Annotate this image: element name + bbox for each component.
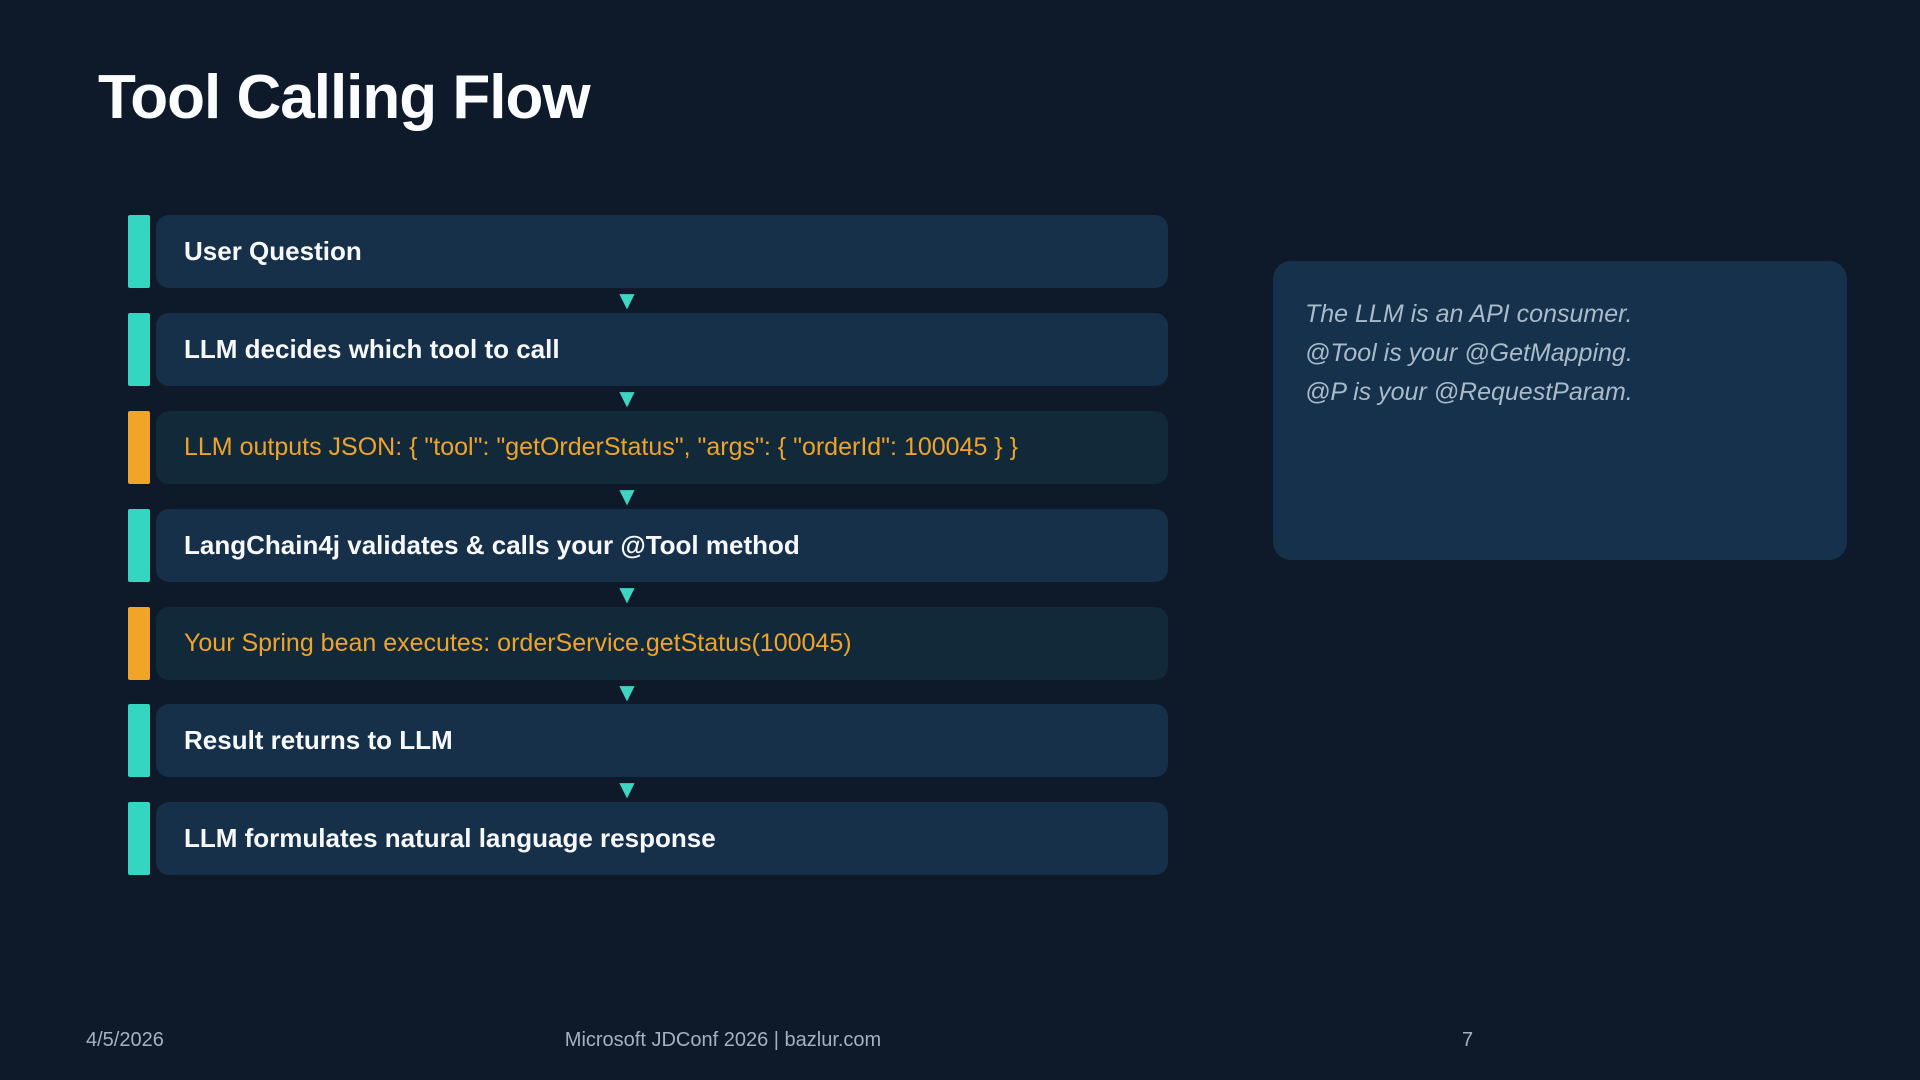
footer-conference-label: Microsoft JDConf 2026 | bazlur.com [564, 1029, 882, 1051]
step-accent-bar [128, 802, 150, 875]
step-accent-bar [128, 313, 150, 386]
arrow-down-icon: ▼ [614, 481, 640, 511]
flow-step-label: LLM formulates natural language response [184, 823, 716, 853]
flow-step-box: LLM outputs JSON: { "tool": "getOrderSta… [156, 411, 1168, 484]
flow-step-box: LLM formulates natural language response [156, 802, 1168, 875]
flow-step-label: Result returns to LLM [184, 725, 453, 755]
flow-step-langchain4j-validates: LangChain4j validates & calls your @Tool… [128, 509, 1168, 582]
callout-box: The LLM is an API consumer. @Tool is you… [1273, 261, 1847, 560]
footer-date: 4/5/2026 [86, 1029, 164, 1051]
flow-step-box: Your Spring bean executes: orderService.… [156, 607, 1168, 680]
arrow-down-icon: ▼ [614, 677, 640, 707]
step-accent-bar [128, 509, 150, 582]
step-accent-bar [128, 411, 150, 484]
step-accent-bar [128, 215, 150, 288]
flow-step-spring-bean-executes: Your Spring bean executes: orderService.… [128, 607, 1168, 680]
flow-step-box: LangChain4j validates & calls your @Tool… [156, 509, 1168, 582]
step-accent-bar [128, 607, 150, 680]
flow-step-llm-outputs-json: LLM outputs JSON: { "tool": "getOrderSta… [128, 411, 1168, 484]
flow-step-label: LLM outputs JSON: { "tool": "getOrderSta… [184, 433, 1018, 461]
flow-step-label: LLM decides which tool to call [184, 334, 560, 364]
callout-line-2: @Tool is your @GetMapping. [1305, 339, 1633, 367]
flow-step-box: LLM decides which tool to call [156, 313, 1168, 386]
flow-step-label: LangChain4j validates & calls your @Tool… [184, 530, 800, 560]
footer-page-number: 7 [1462, 1029, 1474, 1051]
callout-line-1: The LLM is an API consumer. [1305, 300, 1633, 328]
flow-step-label: Your Spring bean executes: orderService.… [184, 629, 852, 657]
arrow-down-icon: ▼ [614, 579, 640, 609]
flow-step-label: User Question [184, 236, 362, 266]
arrow-down-icon: ▼ [614, 285, 640, 315]
arrow-down-icon: ▼ [614, 383, 640, 413]
flow-step-box: User Question [156, 215, 1168, 288]
step-accent-bar [128, 704, 150, 777]
callout-line-3: @P is your @RequestParam. [1305, 378, 1633, 406]
slide-title: Tool Calling Flow [98, 63, 591, 132]
flow-step-llm-formulates-response: LLM formulates natural language response [128, 802, 1168, 875]
flow-step-user-question: User Question [128, 215, 1168, 288]
flow-step-llm-decides: LLM decides which tool to call [128, 313, 1168, 386]
tool-calling-flow-diagram: User Question ▼ LLM decides which tool t… [128, 215, 1168, 895]
arrow-down-icon: ▼ [614, 774, 640, 804]
flow-step-box: Result returns to LLM [156, 704, 1168, 777]
flow-step-result-returns: Result returns to LLM [128, 704, 1168, 777]
